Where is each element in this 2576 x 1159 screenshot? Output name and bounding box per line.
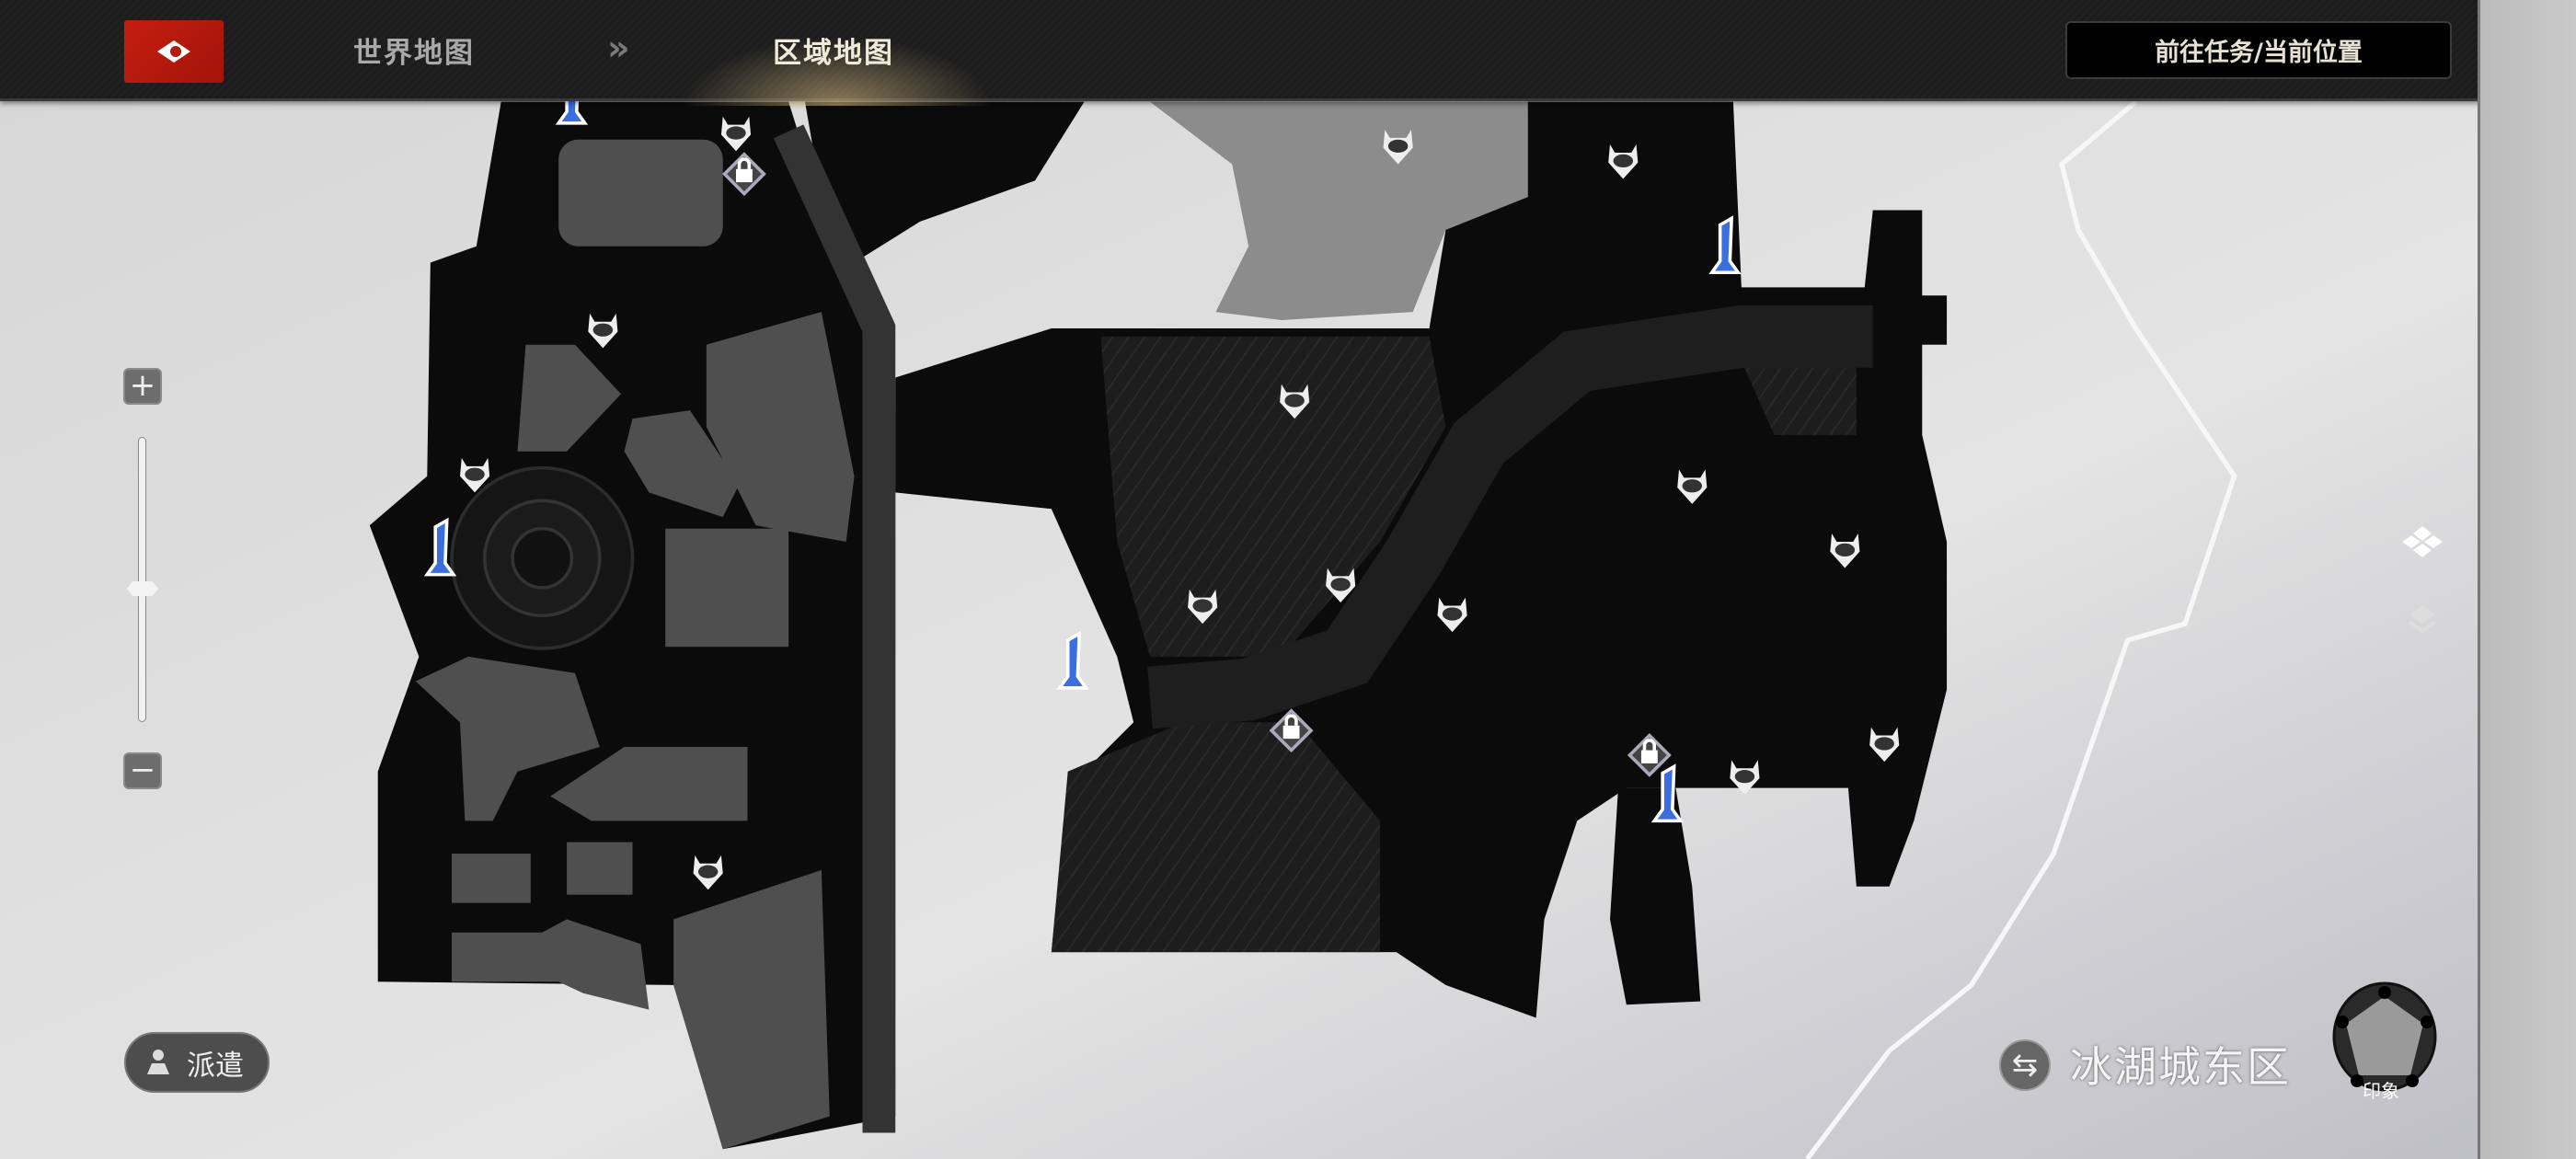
cat-marker[interactable] — [1280, 384, 1310, 419]
map-markers-toggle-icon[interactable] — [2397, 522, 2448, 559]
locked-anchor[interactable] — [721, 152, 766, 197]
active-tab-glow — [681, 37, 994, 106]
cat-marker[interactable] — [720, 116, 752, 152]
zoom-in-button[interactable]: + — [123, 368, 162, 405]
impression-label: 印象 — [2363, 1080, 2399, 1102]
cat-marker[interactable] — [588, 313, 618, 349]
hatched-zone — [1741, 361, 1857, 435]
dispatch-button[interactable]: 派遣 — [124, 1032, 270, 1093]
teleport-pylon[interactable] — [1056, 630, 1089, 690]
switch-region-button[interactable]: ⇆ — [1999, 1039, 2051, 1091]
swap-arrows-icon: ⇆ — [2011, 1047, 2039, 1084]
layers-icon[interactable] — [2397, 600, 2448, 637]
cat-marker[interactable] — [1677, 469, 1708, 504]
hatched-zone — [1100, 336, 1446, 657]
goto-quest-location-button[interactable]: 前往任务/当前位置 — [2065, 21, 2452, 79]
cat-marker[interactable] — [1830, 534, 1860, 568]
road — [773, 124, 896, 1133]
map-area-north — [805, 101, 1085, 263]
buildings — [415, 139, 855, 1150]
hatched-zone — [1051, 722, 1380, 953]
plaza — [450, 465, 635, 650]
map-area-gray — [1150, 101, 1528, 321]
teleport-pylon[interactable] — [423, 517, 457, 577]
cat-marker[interactable] — [1608, 144, 1639, 179]
breadcrumb-region-map[interactable]: 区域地图 — [773, 37, 894, 70]
logo-icon — [157, 40, 190, 63]
dispatch-icon — [147, 1050, 169, 1074]
top-bar: 世界地图 » 区域地图 前往任务/当前位置 — [0, 0, 2576, 106]
locked-anchor[interactable] — [1269, 708, 1314, 753]
cat-marker[interactable] — [693, 855, 723, 890]
breadcrumb-chevron-icon: » — [607, 28, 630, 68]
game-logo-button[interactable] — [124, 20, 224, 83]
breadcrumb-world-map[interactable]: 世界地图 — [353, 37, 475, 70]
cat-marker[interactable] — [1383, 129, 1413, 165]
teleport-pylon[interactable] — [1708, 215, 1742, 275]
zoom-slider[interactable] — [138, 437, 146, 722]
dispatch-label: 派遣 — [187, 1049, 244, 1083]
teleport-pylon[interactable] — [1650, 763, 1685, 823]
region-name: 冰湖城东区 — [2070, 1042, 2291, 1092]
cat-marker[interactable] — [1437, 597, 1467, 633]
cat-marker[interactable] — [1326, 568, 1356, 602]
zoom-slider-thumb[interactable] — [127, 581, 158, 596]
region-border — [1805, 99, 2237, 1159]
cat-marker[interactable] — [460, 457, 490, 493]
side-panel-edge[interactable] — [2478, 0, 2576, 1159]
zoom-out-button[interactable]: − — [123, 752, 162, 789]
pentagon-icon — [2346, 996, 2423, 1075]
impression-button[interactable] — [2328, 980, 2443, 1099]
map-area-pier — [1610, 787, 1701, 1005]
locked-anchor[interactable] — [1627, 733, 1672, 777]
cat-marker[interactable] — [1730, 760, 1760, 795]
cat-marker[interactable] — [1869, 727, 1900, 763]
road — [1147, 304, 1873, 729]
cat-marker[interactable] — [1188, 589, 1218, 625]
